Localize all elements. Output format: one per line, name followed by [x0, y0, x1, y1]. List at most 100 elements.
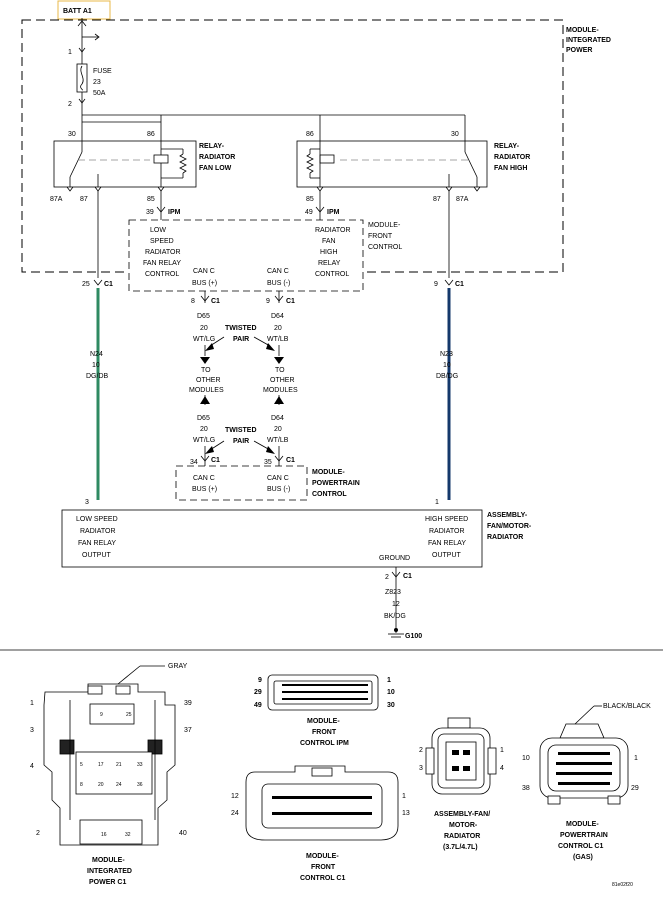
relay-low-title-1: RELAY-	[199, 143, 225, 150]
conn-fcm-c1	[245, 765, 399, 841]
ipm-conn-label-right: IPM	[327, 209, 340, 216]
fcm-ipm-num-10: 10	[387, 689, 395, 696]
fcm-high-5: CONTROL	[315, 271, 349, 278]
fcm-ipm-num-9: 9	[258, 677, 262, 684]
fan-conn-title-1: ASSEMBLY-FAN/	[434, 811, 490, 818]
mip-title-1: MODULE-	[566, 27, 599, 34]
fuse-symbol	[76, 63, 88, 93]
fcm-canm-2: BUS (-)	[267, 280, 290, 287]
g100-node	[394, 628, 398, 632]
fcm-low-5: CONTROL	[145, 271, 179, 278]
twisted-top-1: TWISTED	[225, 325, 257, 332]
mip-title-3: POWER	[566, 47, 592, 54]
d64-top-3: WT/LB	[267, 336, 289, 343]
mip-conn-num-4: 4	[30, 763, 34, 770]
fcm-high-4: RELAY	[318, 260, 341, 267]
c1-pin-9-right: 9	[434, 281, 438, 288]
batt-label: BATT A1	[63, 8, 92, 15]
to-other-bot-right-arrow	[274, 396, 284, 404]
fan-low-2: RADIATOR	[80, 528, 116, 535]
batt-feed-arrow	[77, 20, 87, 27]
mip-inner-20: 20	[98, 782, 104, 788]
relay-high-title-3: FAN HIGH	[494, 165, 527, 172]
fcm-ipm-title-3: CONTROL IPM	[300, 740, 349, 747]
fcm-title-1: MODULE-	[368, 222, 401, 229]
fcm-ipm-num-49: 49	[254, 702, 262, 709]
fuse-pin-top: 1	[68, 49, 72, 56]
fcm-canp-1: CAN C	[193, 268, 215, 275]
twisted-bot-right-arrowhead	[266, 446, 275, 454]
fcm-c1-pin-grid	[272, 796, 372, 815]
d65-top-1: D65	[197, 313, 210, 320]
relay-high-pin-30: 30	[451, 131, 459, 138]
n23-line-3: DB/DG	[436, 373, 458, 380]
d64-top-2: 20	[274, 325, 282, 332]
pcm-pin-35: 35	[264, 459, 272, 466]
conn-mip-c1	[43, 683, 176, 846]
mip-inner-16: 16	[101, 832, 107, 838]
fcm-frame	[128, 219, 364, 292]
ground-pin-2: 2	[385, 574, 389, 581]
fuse-label-2: 23	[93, 79, 101, 86]
ipm-pin-49: 49	[305, 209, 313, 216]
fcm-canm-1: CAN C	[267, 268, 289, 275]
fcm-c1-num-12: 12	[231, 793, 239, 800]
relay-high-title-1: RELAY-	[494, 143, 520, 150]
fan-high-2: RADIATOR	[429, 528, 465, 535]
pcm-conn-title-4: (GAS)	[573, 854, 593, 861]
pcm-conn-num-10: 10	[522, 755, 530, 762]
mip-inner-24: 24	[116, 782, 122, 788]
relay-low-pin-30: 30	[68, 131, 76, 138]
pcm-conn-color: BLACK/BLACK	[603, 703, 651, 710]
n24-line-3: DG/DB	[86, 373, 109, 380]
mip-conn-num-39: 39	[184, 700, 192, 707]
relay-low-title-3: FAN LOW	[199, 165, 232, 172]
d64-bot-3: WT/LB	[267, 437, 289, 444]
fcm-low-1: LOW	[150, 227, 166, 234]
fan-title-1: ASSEMBLY-	[487, 512, 528, 519]
relay-high-title-2: RADIATOR	[494, 154, 530, 161]
d65-bot-1: D65	[197, 415, 210, 422]
fcm-c1-num-24: 24	[231, 810, 239, 817]
pcm-conn-num-1: 1	[634, 755, 638, 762]
n24-line-2: 10	[92, 362, 100, 369]
fan-pin-1: 1	[435, 499, 439, 506]
c1-label-can-right: C1	[286, 298, 295, 305]
twisted-top-left-arrowhead	[205, 343, 214, 351]
fan-conn-pins	[452, 750, 470, 771]
fcm-high-2: FAN	[322, 238, 336, 245]
d65-top-2: 20	[200, 325, 208, 332]
to-other-top-right-arrow	[274, 357, 284, 364]
mip-frame	[21, 19, 564, 273]
mip-color-leader	[117, 665, 141, 685]
fuse-element	[80, 65, 84, 91]
mip-conn-num-40: 40	[179, 830, 187, 837]
twisted-top-2: PAIR	[233, 336, 249, 343]
pcm-conn-num-38: 38	[522, 785, 530, 792]
to-other-left-3: MODULES	[189, 387, 224, 394]
mip-conn-num-3: 3	[30, 727, 34, 734]
batt-label-box	[57, 0, 111, 20]
twisted-bot-2: PAIR	[233, 438, 249, 445]
pcm-conn-title-3: CONTROL C1	[558, 843, 603, 850]
relay-low-pin-87a: 87A	[50, 196, 63, 203]
d65-bot-2: 20	[200, 426, 208, 433]
fan-conn-num-1: 1	[500, 747, 504, 754]
to-other-bot-left-arrow	[200, 396, 210, 404]
ipm-pin-chevrons	[156, 191, 325, 220]
fuse-pin2-chevron	[78, 98, 86, 104]
pcm-canm-1: CAN C	[267, 475, 289, 482]
to-other-right-2: OTHER	[270, 377, 295, 384]
d64-bot-1: D64	[271, 415, 284, 422]
fcm-title-3: CONTROL	[368, 244, 402, 251]
relay-low-pin-86: 86	[147, 131, 155, 138]
fan-high-3: FAN RELAY	[428, 540, 466, 547]
pcm-conn-title-2: POWERTRAIN	[560, 832, 608, 839]
z823-2: 12	[392, 601, 400, 608]
fan-low-3: FAN RELAY	[78, 540, 116, 547]
twisted-top-right-leader	[253, 336, 271, 347]
fcm-low-2: SPEED	[150, 238, 174, 245]
fan-conn-num-2: 2	[419, 747, 423, 754]
d65-top-3: WT/LG	[193, 336, 215, 343]
